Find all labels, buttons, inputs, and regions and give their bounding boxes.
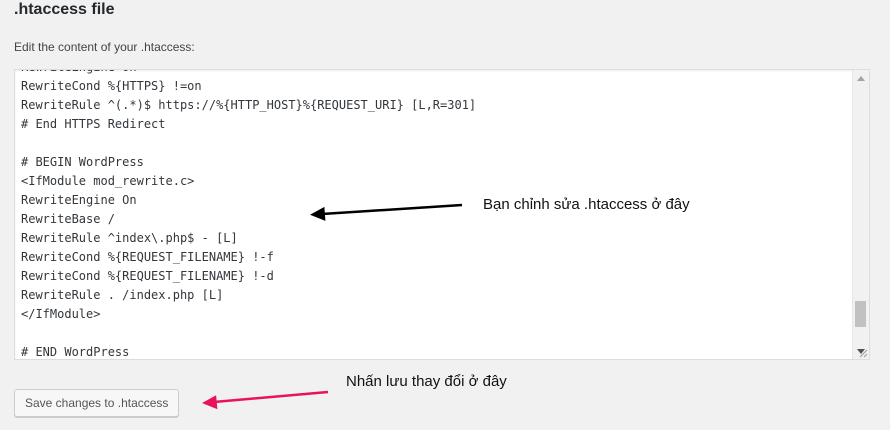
section-title: .htaccess file: [14, 1, 115, 18]
code-line: RewriteCond %{REQUEST_FILENAME} !-f: [21, 250, 274, 264]
code-line: RewriteRule ^index\.php$ - [L]: [21, 231, 238, 245]
code-line: RewriteEngine On: [21, 193, 137, 207]
code-line: [21, 134, 476, 153]
code-line: <IfModule mod_rewrite.c>: [21, 174, 195, 188]
scrollbar-thumb[interactable]: [855, 301, 866, 327]
htaccess-textarea[interactable]: RewriteEngine On RewriteCond %{HTTPS} !=…: [14, 69, 870, 360]
code-line: [21, 324, 476, 343]
edit-annotation-text: Bạn chỉnh sửa .htaccess ở đây: [483, 196, 690, 213]
code-line: RewriteCond %{HTTPS} !=on: [21, 79, 202, 93]
code-content: RewriteEngine On RewriteCond %{HTTPS} !=…: [21, 70, 477, 359]
save-annotation-text: Nhấn lưu thay đổi ở đây: [346, 373, 507, 390]
code-line: RewriteRule ^(.*)$ https://%{HTTP_HOST}%…: [21, 98, 477, 112]
resize-grip-icon[interactable]: [858, 348, 868, 358]
code-line: RewriteRule . /index.php [L]: [21, 288, 224, 302]
vertical-scrollbar[interactable]: [852, 70, 869, 359]
code-line: </IfModule>: [21, 307, 101, 321]
code-line: RewriteCond %{REQUEST_FILENAME} !-d: [21, 269, 274, 283]
scroll-down-arrow-icon[interactable]: [853, 343, 869, 359]
code-line: # End HTTPS Redirect: [21, 117, 166, 131]
save-htaccess-button[interactable]: Save changes to .htaccess: [14, 389, 180, 417]
scroll-up-arrow-icon[interactable]: [853, 70, 869, 86]
code-line: RewriteEngine On: [21, 70, 476, 77]
section-description: Edit the content of your .htaccess:: [14, 40, 195, 54]
save-arrow-icon: [202, 390, 329, 410]
code-line: RewriteBase /: [21, 212, 115, 226]
code-line: # END WordPress: [21, 345, 130, 359]
code-line: # BEGIN WordPress: [21, 155, 144, 169]
